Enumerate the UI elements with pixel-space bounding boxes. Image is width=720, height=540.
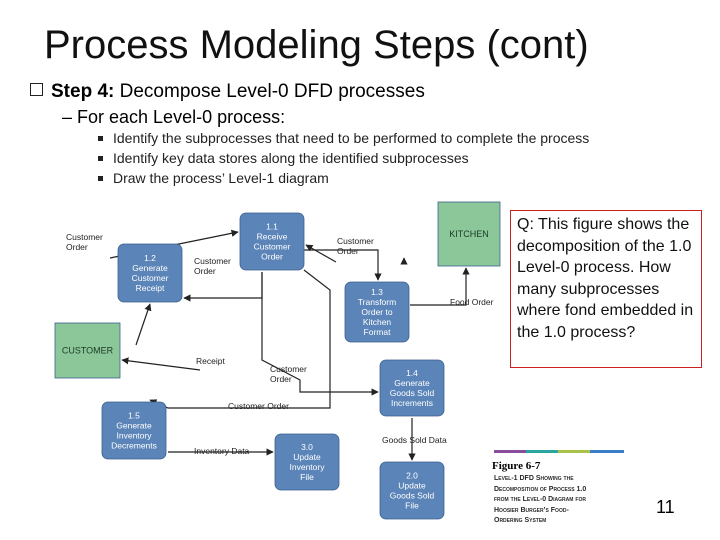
process-label: Goods Sold <box>390 491 435 501</box>
detail-bullet-text: Draw the process’ Level-1 diagram <box>113 170 329 186</box>
process-label: Kitchen <box>363 317 392 327</box>
process-label: Order <box>261 252 283 262</box>
flow-arrow <box>121 357 201 371</box>
entity-kitchen: KITCHEN <box>437 201 501 267</box>
flow-label: Inventory Data <box>194 446 250 456</box>
entity-label: CUSTOMER <box>62 346 114 356</box>
process-label: Customer <box>254 242 291 252</box>
process-label: Order to <box>361 307 392 317</box>
process-label: 1.4 <box>406 368 418 378</box>
process-label: Update <box>398 481 426 491</box>
process-label: Generate <box>132 263 168 273</box>
process-label: Update <box>293 452 321 462</box>
slide-title: Process Modeling Steps (cont) <box>44 23 589 67</box>
caption-bar-segment <box>494 450 526 453</box>
process-label: File <box>405 501 419 511</box>
flow-label: Customer Order <box>228 401 289 411</box>
detail-bullet-text: Identify key data stores along the ident… <box>113 150 469 166</box>
step-text: Decompose Level-0 DFD processes <box>114 81 425 102</box>
process-label: Decrements <box>111 441 157 451</box>
flow-label: Order <box>337 246 359 256</box>
flow-label: Customer <box>194 256 231 266</box>
process-label: 1.3 <box>371 287 383 297</box>
step-bullet: Step 4: Decompose Level-0 DFD processes <box>30 80 425 104</box>
figure-caption-line: Ordering System <box>494 517 547 524</box>
detail-bullet: Identify the subprocesses that need to b… <box>98 129 589 147</box>
figure-caption-line: Decomposition of Process 1.0 <box>494 485 587 493</box>
page-number: 11 <box>656 497 675 517</box>
detail-bullet-text: Identify the subprocesses that need to b… <box>113 130 590 146</box>
process-label: Increments <box>391 398 433 408</box>
figure-label: Figure 6-7 <box>492 460 541 472</box>
process-label: Goods Sold <box>390 388 435 398</box>
flow-arrow <box>135 303 152 346</box>
flow-arrow <box>261 272 379 396</box>
square-bullet-icon <box>98 156 103 161</box>
flow-label: Receipt <box>196 356 225 366</box>
process-label: File <box>300 472 314 482</box>
flow-label: Order <box>66 242 88 252</box>
figure-caption-line: Level-1 DFD Showing the <box>494 475 574 482</box>
question-callout: Q: This figure shows the decomposition o… <box>510 210 702 368</box>
flow-label: Order <box>194 266 216 276</box>
process-label: 1.1 <box>266 222 278 232</box>
process-label: Customer <box>132 273 169 283</box>
process-label: Inventory <box>290 462 326 472</box>
figure-caption-line: from the Level-0 Diagram for <box>494 496 586 503</box>
flow-label: Customer <box>337 236 374 246</box>
process-label: Receipt <box>136 283 165 293</box>
flow-arrow <box>304 249 382 281</box>
process-label: Generate <box>394 378 430 388</box>
entity-customer: CUSTOMER <box>54 322 121 379</box>
flow-label: Customer <box>270 364 307 374</box>
process-label: 3.0 <box>301 442 313 452</box>
figure-caption-line: Hoosier Burger’s Food- <box>494 506 569 514</box>
process-label: Transform <box>358 297 396 307</box>
process-label: 2.0 <box>406 471 418 481</box>
flow-label: Goods Sold Data <box>382 435 447 445</box>
detail-bullet: Identify key data stores along the ident… <box>98 149 469 167</box>
process-label: 1.2 <box>144 253 156 263</box>
process-label: Generate <box>116 421 152 431</box>
square-bullet-icon <box>98 176 103 181</box>
step-label: Step 4: <box>51 81 115 102</box>
process-label: 1.5 <box>128 411 140 421</box>
flow-label: Food Order <box>450 297 494 307</box>
caption-bar-segment <box>590 450 624 453</box>
checkbox-bullet-icon <box>30 83 43 96</box>
flow-label: Order <box>270 374 292 384</box>
square-bullet-icon <box>98 136 103 141</box>
flow-label: Customer <box>66 232 103 242</box>
process-label: Receive <box>257 232 288 242</box>
caption-bar-segment <box>558 450 590 453</box>
process-label: Inventory <box>117 431 153 441</box>
entity-label: KITCHEN <box>449 229 489 239</box>
caption-bar-segment <box>526 450 558 453</box>
flow-arrow <box>410 267 470 306</box>
figure-caption: Level-1 DFD Showing the Decomposition of… <box>494 474 586 527</box>
detail-bullet: Draw the process’ Level-1 diagram <box>98 169 329 187</box>
flow-arrow <box>305 244 337 263</box>
process-label: Format <box>364 327 392 337</box>
sub-bullet: – For each Level-0 process: <box>62 107 286 127</box>
